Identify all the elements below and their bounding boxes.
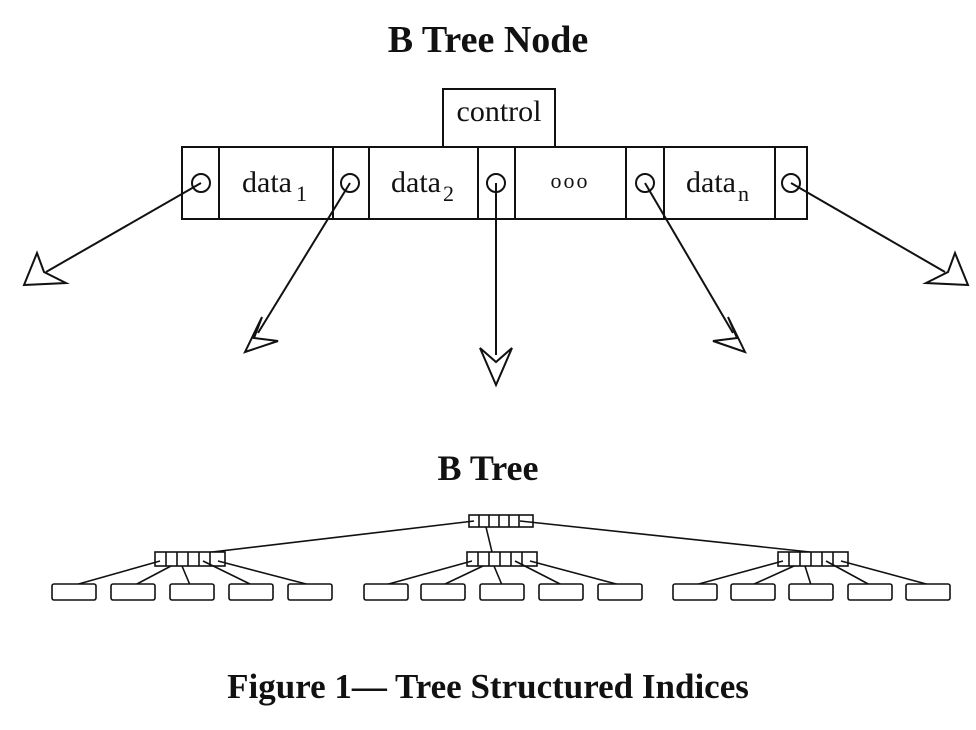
leaf-node xyxy=(730,583,776,601)
leaf-node xyxy=(228,583,274,601)
leaf-node xyxy=(847,583,893,601)
leaf-node xyxy=(420,583,466,601)
leaf-node xyxy=(788,583,834,601)
leaf-node xyxy=(110,583,156,601)
node-title: B Tree Node xyxy=(387,19,589,61)
pointer-1-icon xyxy=(340,173,360,193)
pointer-0-icon xyxy=(191,173,211,193)
leaf-node xyxy=(51,583,97,601)
tree-title: B Tree xyxy=(437,448,539,488)
pointer-4-icon xyxy=(781,173,801,193)
tree-diagram xyxy=(51,514,951,601)
arrowhead-4-icon xyxy=(922,250,970,287)
pointer-arrow-1 xyxy=(257,182,351,334)
node-box xyxy=(181,146,808,220)
leaf-node xyxy=(363,583,409,601)
arrowhead-0-icon xyxy=(22,250,70,287)
figure-caption: Figure 1— Tree Structured Indices xyxy=(227,667,749,706)
control-label: control xyxy=(457,95,542,128)
child-node-3 xyxy=(777,551,849,567)
leaf-node xyxy=(597,583,643,601)
arrowhead-1-icon xyxy=(243,316,279,354)
leaf-node xyxy=(287,583,333,601)
pointer-arrow-4 xyxy=(790,182,946,273)
pointer-arrow-0 xyxy=(45,182,202,273)
ellipsis-cell-label: ooo xyxy=(551,168,590,193)
leaf-node xyxy=(905,583,951,601)
data-cell-n-label: datan xyxy=(686,166,749,206)
arrowhead-2-icon xyxy=(479,347,513,388)
leaf-node xyxy=(169,583,215,601)
data-cell-2-label: data2 xyxy=(391,166,454,206)
leaf-node xyxy=(538,583,584,601)
pointer-3-icon xyxy=(635,173,655,193)
node-diagram xyxy=(22,88,970,388)
leaf-node xyxy=(672,583,718,601)
pointer-arrow-3 xyxy=(644,182,734,334)
control-box xyxy=(442,88,556,148)
leaf-node xyxy=(479,583,525,601)
arrowhead-3-icon xyxy=(712,316,747,354)
